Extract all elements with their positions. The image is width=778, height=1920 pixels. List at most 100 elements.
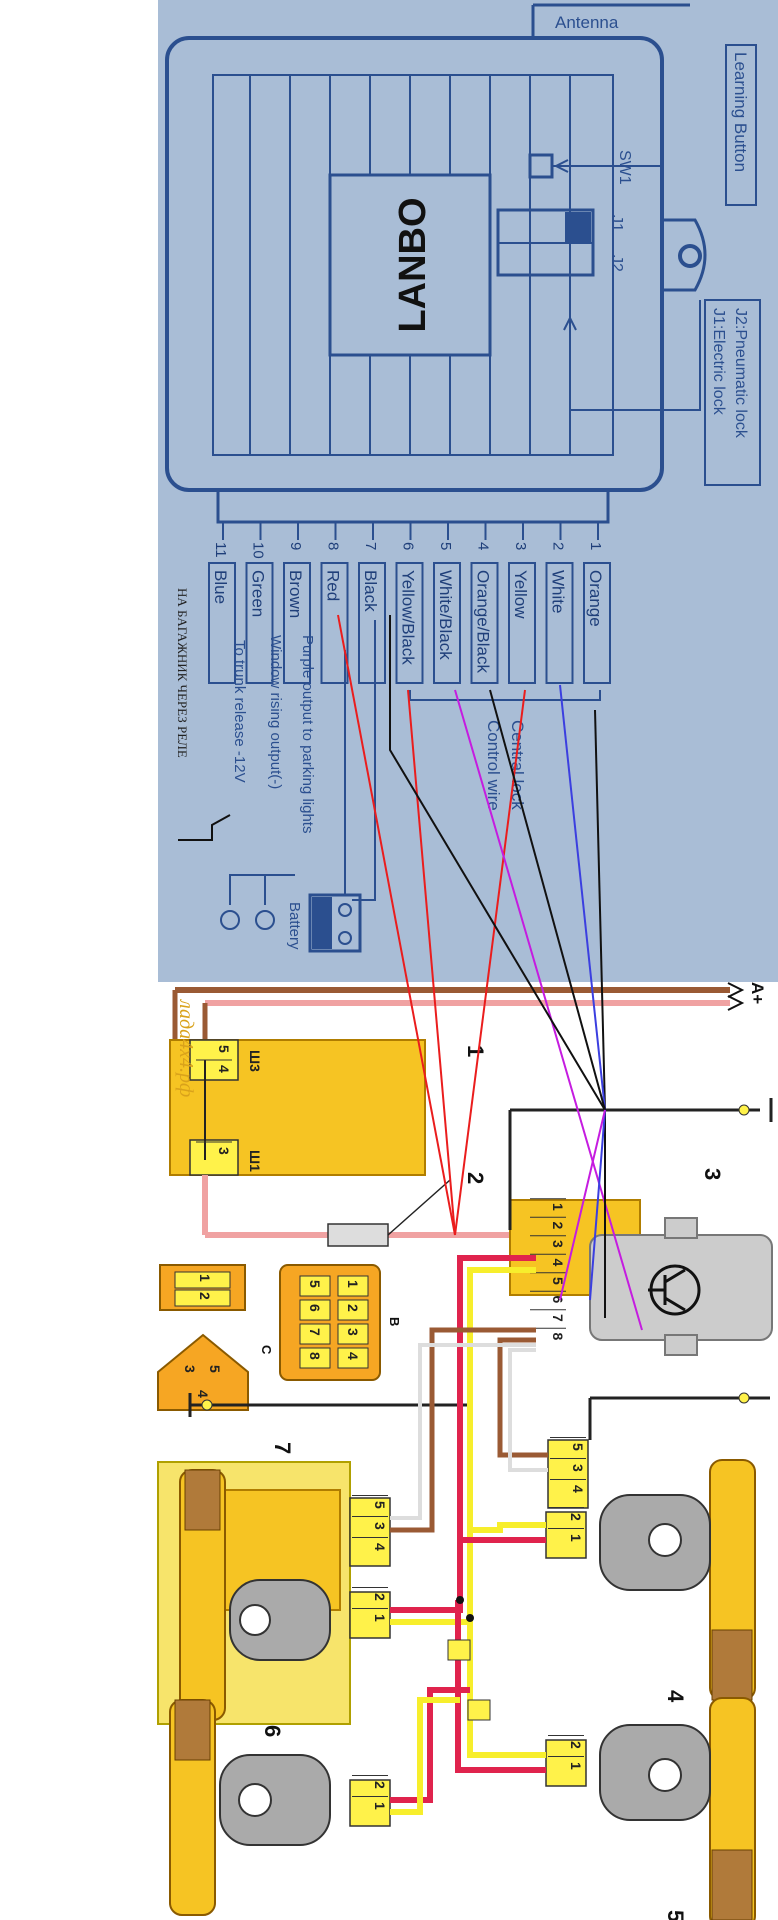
trunk-ru-note: НА БАГАЖНИК ЧЕРЕЗ РЕЛЕ bbox=[175, 588, 190, 758]
wire-color-label: Yellow bbox=[511, 570, 530, 619]
pin-number: 3 bbox=[372, 1522, 388, 1530]
connector-b-pin bbox=[337, 1347, 369, 1369]
component-number-label: 2 bbox=[463, 1172, 488, 1184]
component-number-label: 3 bbox=[700, 1168, 725, 1180]
wire-label-box bbox=[583, 562, 611, 684]
wire-number: 3 bbox=[512, 542, 529, 550]
connection-overlays bbox=[337, 614, 643, 1331]
pin-number: 2 bbox=[568, 1513, 584, 1521]
pin-number: 5 bbox=[216, 1045, 232, 1053]
pin-number: 1 bbox=[197, 1274, 213, 1282]
actuator-6 bbox=[169, 1699, 331, 1916]
wire-legend: 1Orange2White3Yellow4Orange/Black5White/… bbox=[208, 522, 611, 701]
wire-number: 5 bbox=[437, 542, 454, 550]
wire-label-box bbox=[433, 562, 461, 684]
connector-b-label: В bbox=[387, 1317, 402, 1326]
learning-button-label: Learning Button bbox=[731, 52, 750, 172]
connector-21-5 bbox=[545, 1739, 587, 1787]
connector-b-pin bbox=[299, 1299, 331, 1321]
actuator-7 bbox=[179, 1469, 331, 1721]
wire-number: 1 bbox=[587, 542, 604, 550]
connector-21-4 bbox=[545, 1511, 587, 1559]
battery-label: Battery bbox=[286, 902, 303, 950]
connector-534-right-pins: 534 bbox=[550, 1437, 586, 1493]
ecu-unit-3 bbox=[589, 1234, 773, 1341]
sh3-label: Ш3 bbox=[247, 1050, 263, 1072]
sh3-pins: 54 bbox=[196, 1039, 232, 1073]
component-number-label: 1 bbox=[463, 1045, 488, 1057]
wire-color-label: Orange bbox=[586, 570, 605, 627]
a-plus-label: A+ bbox=[748, 982, 767, 1004]
learning-button-icon bbox=[528, 153, 554, 179]
wire-label-box bbox=[320, 562, 349, 684]
connector-21-7-pins: 21 bbox=[352, 1587, 388, 1622]
trunk-arrow-icon bbox=[178, 814, 231, 841]
connector-21-6 bbox=[349, 1779, 391, 1827]
wire-label-box bbox=[245, 562, 274, 684]
arrow-icon bbox=[727, 982, 745, 998]
wire-color-label: White/Black bbox=[436, 570, 455, 660]
wire-label-box bbox=[395, 562, 424, 684]
pin-number: 1 bbox=[568, 1762, 584, 1770]
sh1-connector bbox=[189, 1139, 239, 1176]
wire-color-label: Green bbox=[249, 570, 268, 617]
pin-number: 4 bbox=[550, 1259, 566, 1267]
lock-mode-box bbox=[704, 299, 761, 486]
ground-icon bbox=[201, 1399, 213, 1411]
connector-21-7 bbox=[349, 1591, 391, 1639]
brand-label: LANBO bbox=[392, 197, 434, 332]
small-connector-pins: 12 bbox=[174, 1271, 231, 1307]
pin-number: 2 bbox=[372, 1593, 388, 1601]
connector-534-left-pins: 5 3 4 bbox=[352, 1495, 388, 1551]
pin-number: 7 bbox=[307, 1328, 323, 1336]
wire-label-box bbox=[358, 562, 386, 684]
sw1-label: SW1 bbox=[616, 150, 633, 185]
component-callouts: 1 2 3 4 5 6 7 bbox=[260, 1045, 725, 1920]
diode-icons bbox=[447, 1596, 491, 1721]
wire-number: 7 bbox=[362, 542, 379, 550]
pin-number: 5 bbox=[372, 1501, 388, 1509]
pin-number: 1 bbox=[345, 1280, 361, 1288]
pin-number: 1 bbox=[568, 1534, 584, 1542]
connector-21-4-pins: 21 bbox=[548, 1507, 584, 1542]
pin-number: 3 bbox=[216, 1147, 232, 1155]
pin-number: 5 bbox=[207, 1365, 223, 1373]
connector-21-5-pins: 21 bbox=[548, 1735, 584, 1770]
lock-mode-line1: J1:Electric lock bbox=[710, 308, 727, 416]
pin-number: 2 bbox=[345, 1304, 361, 1312]
pin-number: 6 bbox=[550, 1296, 566, 1304]
connector-b-pin bbox=[299, 1347, 331, 1369]
sh1-pins: 3 bbox=[196, 1141, 232, 1155]
wire-number: 6 bbox=[400, 542, 417, 550]
pin-number: 2 bbox=[372, 1781, 388, 1789]
wire-number: 8 bbox=[325, 542, 342, 550]
pin-number: 3 bbox=[182, 1365, 198, 1373]
wire-color-label: White bbox=[549, 570, 568, 613]
arrow-icon bbox=[727, 995, 745, 1011]
wire-color-label: Black bbox=[361, 570, 380, 612]
wire-label-box bbox=[508, 562, 536, 684]
brand-plate bbox=[328, 173, 492, 357]
wire-number: 11 bbox=[212, 542, 229, 558]
connector-21-6-pins: 21 bbox=[352, 1775, 388, 1810]
wire-label-box bbox=[208, 562, 236, 684]
purple-output-label: Purple output to parking lights bbox=[299, 635, 316, 833]
small-connector-pin bbox=[174, 1289, 231, 1307]
wire-label-box bbox=[545, 562, 574, 684]
actuator-5 bbox=[599, 1697, 756, 1920]
window-rising-label: Window rising output(-) bbox=[267, 635, 284, 789]
pin-number: 4 bbox=[372, 1543, 388, 1551]
arrow-up-icon bbox=[563, 315, 577, 331]
pin-number: 8 bbox=[550, 1333, 566, 1341]
pin-number: 2 bbox=[197, 1292, 213, 1300]
control-bracket bbox=[409, 690, 601, 701]
wire-label-box bbox=[283, 562, 311, 684]
connector-c bbox=[157, 1333, 249, 1411]
small-connector-pin bbox=[174, 1271, 231, 1289]
trunk-release-label: To trunk release -12V bbox=[231, 640, 248, 783]
